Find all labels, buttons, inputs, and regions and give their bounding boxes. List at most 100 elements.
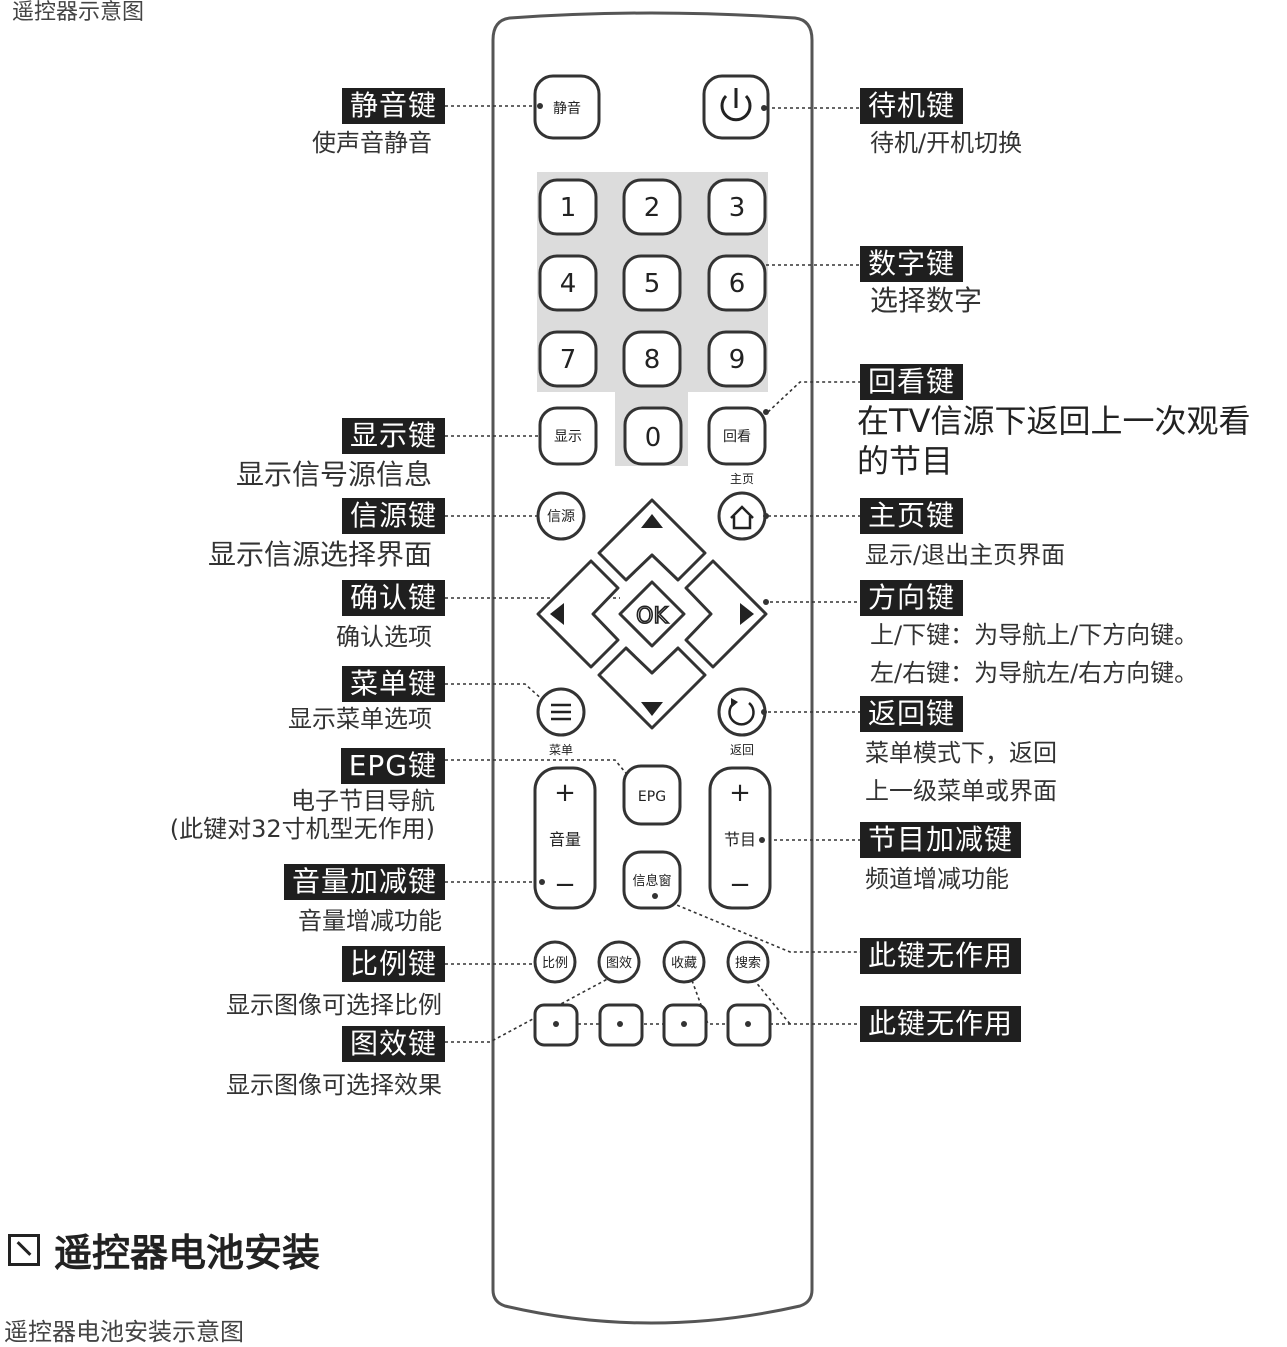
number-pad-bg (537, 172, 768, 466)
mute-key-tag: 静音键 (341, 88, 445, 124)
noop-key-tag-2: 此键无作用 (860, 1006, 1022, 1042)
back-icon (728, 702, 755, 726)
info-button[interactable]: 信息窗 (622, 850, 682, 910)
power-key-desc: 待机/开机切换 (870, 129, 1023, 157)
epg-key-desc-1: 电子节目导航 (291, 787, 435, 815)
section-title-text: 遥控器电池安装 (54, 1231, 321, 1275)
effect-button-label: 图效 (606, 956, 632, 971)
volume-label: 音量 (549, 830, 581, 849)
direction-key-tag: 方向键 (860, 580, 964, 616)
dpad-right-button[interactable] (684, 559, 768, 669)
recall-button[interactable]: 回看 (707, 406, 767, 466)
digit-3-button[interactable]: 3 (707, 178, 767, 236)
back-key-desc-1: 菜单模式下，返回 (865, 739, 1057, 767)
ratio-button-label: 比例 (542, 956, 568, 971)
direction-key-desc-1: 上/下键：为导航上/下方向键。 (870, 621, 1199, 649)
mute-button-label: 静音 (553, 100, 581, 117)
ok-button-label: OK (636, 604, 668, 629)
digit-1-button[interactable]: 1 (538, 178, 598, 236)
back-key-tag: 返回键 (860, 696, 964, 732)
epg-button[interactable]: EPG (622, 764, 682, 826)
recall-key-tag: 回看键 (860, 364, 964, 400)
recall-button-label: 回看 (723, 429, 751, 445)
digit-8-button[interactable]: 8 (622, 330, 682, 388)
menu-button[interactable] (536, 687, 586, 737)
epg-key-desc-2: (此键对32寸机型无作用) (169, 815, 435, 843)
digit-8-label: 8 (644, 345, 661, 375)
section-title: 遥控器电池安装 (8, 1222, 320, 1277)
home-key-tag: 主页键 (860, 498, 964, 534)
ratio-button[interactable]: 比例 (533, 940, 577, 984)
checkbox-icon (8, 1233, 40, 1266)
display-button-label: 显示 (554, 429, 582, 445)
back-small-label: 返回 (730, 743, 754, 757)
home-key-desc: 显示/退出主页界面 (865, 541, 1066, 569)
ratio-key-desc: 显示图像可选择比例 (226, 991, 442, 1019)
display-button[interactable]: 显示 (538, 406, 598, 466)
ok-button[interactable]: OK (618, 580, 686, 648)
search-button-label: 搜索 (735, 956, 761, 971)
digit-4-button[interactable]: 4 (538, 254, 598, 312)
dpad: OK (536, 498, 768, 730)
digit-0-label: 0 (645, 423, 662, 453)
display-key-desc: 显示信号源信息 (235, 458, 432, 491)
volume-minus-label: − (554, 870, 576, 900)
search-button[interactable]: 搜索 (726, 940, 770, 984)
power-button[interactable] (702, 74, 770, 140)
number-key-desc: 选择数字 (870, 284, 983, 317)
ratio-key-tag: 比例键 (341, 946, 445, 982)
menu-key-desc: 显示菜单选项 (288, 705, 432, 733)
digit-2-button[interactable]: 2 (622, 178, 682, 236)
program-rocker[interactable]: + 节目 − (708, 766, 772, 910)
dpad-up-button[interactable] (597, 498, 707, 582)
mute-key-desc: 使声音静音 (312, 129, 432, 157)
mute-button[interactable]: 静音 (533, 74, 601, 140)
bottom-caption: 遥控器电池安装示意图 (4, 1318, 244, 1346)
epg-key-tag: EPG键 (340, 748, 445, 784)
favorite-button[interactable]: 收藏 (662, 940, 706, 984)
arrow-up-icon (641, 514, 663, 528)
digit-6-button[interactable]: 6 (707, 254, 767, 312)
dpad-left-button[interactable] (536, 559, 620, 669)
digit-keys: 1 2 3 4 5 6 7 8 9 (538, 178, 767, 388)
home-icon (730, 505, 754, 530)
effect-button[interactable]: 图效 (597, 940, 641, 984)
ok-key-desc: 确认选项 (336, 623, 432, 651)
digit-7-label: 7 (560, 345, 577, 375)
home-small-label: 主页 (730, 472, 754, 486)
program-key-desc: 频道增减功能 (865, 865, 1009, 893)
ok-key-tag: 确认键 (341, 580, 445, 616)
menu-icon (551, 703, 571, 721)
source-button[interactable]: 信源 (536, 491, 586, 541)
volume-rocker[interactable]: + 音量 − (533, 766, 597, 910)
back-button[interactable] (717, 687, 767, 737)
digit-9-button[interactable]: 9 (707, 330, 767, 388)
top-caption: 遥控器示意图 (12, 0, 145, 25)
digit-0-button[interactable]: 0 (623, 406, 683, 466)
power-key-tag: 待机键 (860, 88, 964, 124)
volume-key-desc: 音量增减功能 (298, 907, 442, 935)
back-key-desc-2: 上一级菜单或界面 (865, 777, 1057, 805)
digit-7-button[interactable]: 7 (538, 330, 598, 388)
menu-small-label: 菜单 (549, 743, 573, 757)
source-key-desc: 显示信源选择界面 (207, 538, 432, 571)
favorite-button-label: 收藏 (671, 956, 697, 971)
home-button[interactable] (717, 491, 767, 541)
dpad-down-button[interactable] (597, 646, 707, 730)
source-key-tag: 信源键 (341, 498, 445, 534)
arrow-down-icon (641, 702, 663, 716)
digit-5-label: 5 (644, 269, 661, 299)
effect-key-tag: 图效键 (341, 1026, 445, 1062)
direction-key-desc-2: 左/右键：为导航左/右方向键。 (870, 659, 1199, 687)
program-key-tag: 节目加减键 (860, 822, 1022, 858)
arrow-left-icon (550, 603, 564, 625)
digit-9-label: 9 (729, 345, 746, 375)
epg-button-label: EPG (638, 789, 666, 805)
digit-3-label: 3 (729, 193, 746, 223)
volume-plus-label: + (554, 778, 576, 808)
effect-key-desc: 显示图像可选择效果 (226, 1071, 442, 1099)
digit-5-button[interactable]: 5 (622, 254, 682, 312)
digit-1-label: 1 (560, 193, 577, 223)
volume-key-tag: 音量加减键 (283, 864, 445, 900)
